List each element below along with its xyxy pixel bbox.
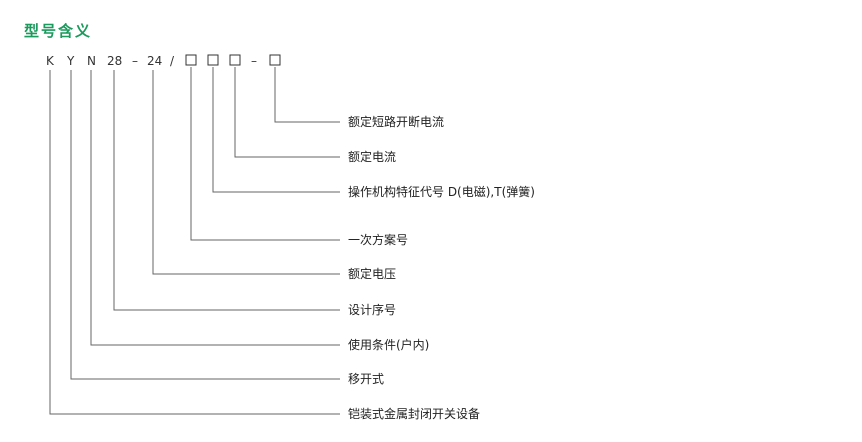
desc-mechanism-code: 操作机构特征代号 D(电磁),T(弹簧)	[348, 184, 535, 199]
code-box-mechanism	[207, 54, 219, 66]
desc-rated-current: 额定电流	[348, 149, 396, 164]
desc-breaking-current: 额定短路开断电流	[348, 114, 444, 129]
leader-line-switchgear	[49, 70, 340, 415]
leader-line-scheme	[190, 67, 340, 241]
leader-line-mechanism	[212, 67, 340, 193]
code-voltage: 24	[147, 54, 162, 68]
leader-line-voltage	[152, 70, 340, 275]
code-letter-y: Y	[66, 54, 75, 68]
code-slash: /	[170, 54, 175, 68]
code-design-number: 28	[107, 54, 122, 68]
leader-line-design-number	[113, 70, 340, 311]
code-box-breaking	[269, 54, 281, 66]
desc-usage-condition: 使用条件(户内)	[348, 337, 429, 352]
desc-design-number: 设计序号	[348, 302, 396, 317]
code-letter-k: K	[46, 54, 55, 68]
desc-switchgear-type: 铠装式金属封闭开关设备	[348, 406, 480, 421]
leader-line-breaking-current	[274, 67, 340, 123]
leader-line-rated-current	[234, 67, 340, 158]
leader-line-withdrawable	[70, 70, 340, 380]
code-box-current	[229, 54, 241, 66]
diagram-title: 型号含义	[24, 22, 93, 40]
leader-line-usage	[90, 70, 340, 346]
code-dash-1: –	[132, 54, 138, 68]
code-dash-2: –	[251, 54, 257, 68]
desc-rated-voltage: 额定电压	[348, 266, 396, 281]
desc-scheme-number: 一次方案号	[348, 232, 408, 247]
code-letter-n: N	[87, 54, 96, 68]
code-box-scheme	[185, 54, 197, 66]
desc-withdrawable: 移开式	[348, 372, 384, 386]
